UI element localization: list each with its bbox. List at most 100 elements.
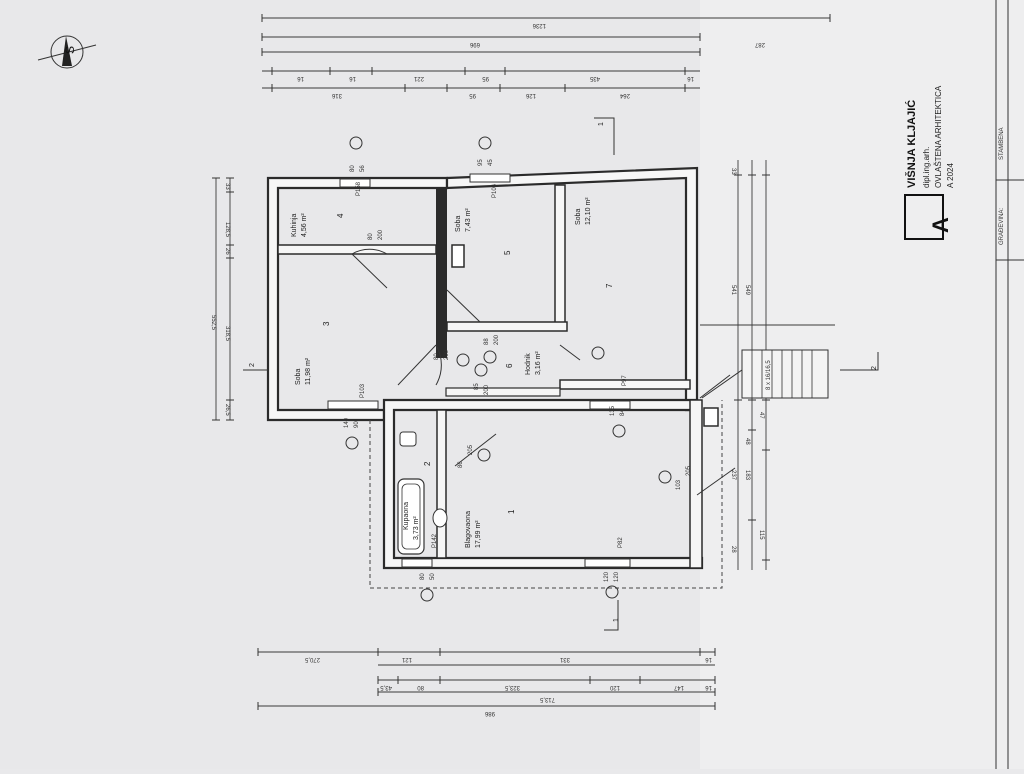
room-3-number: 3 xyxy=(322,321,331,326)
room-6-area: 3,16 m² xyxy=(535,351,542,375)
dim-bottom-r1a: 713,5 xyxy=(539,696,555,702)
dim-top-r2e: 435 xyxy=(589,75,600,81)
door-d5b: 205 xyxy=(468,444,474,455)
wall-inner xyxy=(436,188,447,358)
toilet-icon xyxy=(399,431,417,447)
room-5-number: 5 xyxy=(503,250,512,255)
room-labels: Kuhinja 4,56 m² 4 Soba 11,98 m² 3 Soba 7… xyxy=(291,197,614,548)
room-6-number: 6 xyxy=(505,363,514,368)
door-d4a: 85 xyxy=(474,383,480,390)
dim-right-d: 237 xyxy=(730,470,736,481)
dim-top-r2d: 95 xyxy=(482,75,489,81)
win-h3b: 84 xyxy=(620,409,626,416)
doors xyxy=(351,248,736,496)
room-1-number: 1 xyxy=(507,509,516,514)
door-d3b: 200 xyxy=(444,349,450,360)
room-7-area: 12,10 m² xyxy=(585,197,592,225)
section-marks: 1 1 2 2 xyxy=(243,117,879,631)
room-2-number: 2 xyxy=(423,461,432,466)
room-7-number: 7 xyxy=(605,283,614,288)
window-tag-1: P158 xyxy=(356,181,362,196)
dimension-lines-bottom: 270,5 121 331 16 43,5 80 323,5 120 147 1… xyxy=(257,648,716,716)
terrace-outline xyxy=(369,400,723,589)
dim-top-r3b: 95 xyxy=(469,92,476,98)
dim-top-r3d: 264 xyxy=(619,92,630,98)
win-h1a: 80 xyxy=(350,165,356,172)
window-4 xyxy=(327,400,379,410)
exterior-stairs: 8 x 16/16,5 xyxy=(701,349,829,399)
dim-top-r1b: 287 xyxy=(754,41,765,47)
door-d6a: 103 xyxy=(676,479,682,490)
dim-left-a: 552,5 xyxy=(210,315,216,331)
dim-bottom-r3c: 331 xyxy=(559,656,570,662)
dim-right-a: 541 xyxy=(730,285,736,296)
win-h5a: 80 xyxy=(420,573,426,580)
room-6-name: Hodnik xyxy=(525,353,532,375)
dim-right-f: 115 xyxy=(758,530,764,540)
dim-right-h: 47 xyxy=(758,412,764,419)
door-d2a: 88 xyxy=(484,338,490,345)
dim-bottom-r2d: 120 xyxy=(609,684,620,690)
bathtub-icon xyxy=(397,478,425,555)
section-1-top: 1 xyxy=(598,122,605,126)
door-d1b: 200 xyxy=(378,229,384,240)
dim-top-r2a: 16 xyxy=(297,75,304,81)
architect-title: OVLAŠTENA ARHITEKTICA xyxy=(934,85,943,188)
window-height-markers: 80 56 95 45 135 84 140 90 80 50 120 120 xyxy=(344,136,626,602)
dim-bottom-r3b: 121 xyxy=(401,656,412,662)
window-tag-3: P97 xyxy=(622,375,628,386)
window-3 xyxy=(589,400,631,410)
architect-name: VIŠNJA KLJAJIĆ xyxy=(905,100,918,188)
bathroom-fixtures xyxy=(397,431,448,555)
room-3-name: Soba xyxy=(295,369,302,385)
room-4-number: 4 xyxy=(336,213,345,218)
dim-left-b: 128,5 xyxy=(224,222,230,238)
dim-bottom-r2b: 80 xyxy=(417,684,424,690)
win-h4a: 140 xyxy=(344,417,350,428)
room-2-area: 3,73 m² xyxy=(413,516,420,540)
dim-right-b: 549 xyxy=(744,285,750,296)
dim-left-e: 26 xyxy=(224,248,230,255)
win-h5b: 50 xyxy=(430,573,436,580)
room-4-name: Kuhinja xyxy=(291,214,298,237)
win-h6a: 120 xyxy=(604,571,610,582)
dim-left-f: 26,5 xyxy=(224,404,230,416)
door-d4b: 200 xyxy=(484,384,490,395)
dim-top-r1a: 696 xyxy=(469,41,480,47)
window-tag-2: P106 xyxy=(492,183,498,198)
dim-bottom-r2f: 16 xyxy=(705,684,712,690)
win-h2a: 95 xyxy=(478,159,484,166)
sink-icon xyxy=(432,508,448,528)
door-d1a: 80 xyxy=(368,233,374,240)
stairs-label: 8 x 16/16,5 xyxy=(766,360,772,390)
win-h3a: 135 xyxy=(610,405,616,416)
windows xyxy=(327,173,631,568)
win-h4b: 90 xyxy=(354,421,360,428)
window-6 xyxy=(584,558,631,568)
room-1-area: 17,99 m² xyxy=(475,520,482,548)
dim-bottom-r2e: 147 xyxy=(673,684,684,690)
win-h2b: 45 xyxy=(488,159,494,166)
dim-bottom-r3d: 16 xyxy=(705,656,712,662)
dim-left-d: 33 xyxy=(224,183,230,190)
room-7-name: Soba xyxy=(575,209,582,225)
door-d2b: 200 xyxy=(494,334,500,345)
dim-top-r2b: 16 xyxy=(349,75,356,81)
svg-text:S: S xyxy=(63,46,77,54)
title-field-building: GRAĐEVINA: xyxy=(999,208,1005,245)
room-3-area: 11,98 m² xyxy=(305,357,312,385)
win-h1b: 56 xyxy=(360,165,366,172)
room-1-name: Blagovaona xyxy=(465,511,472,548)
architect-stamp: A VIŠNJA KLJAJIĆ dipl.ing.arh. OVLAŠTENA… xyxy=(904,85,955,240)
architect-reg: A 2024 xyxy=(946,163,955,188)
window-1 xyxy=(339,178,371,188)
dim-top-r2c: 221 xyxy=(413,75,424,81)
title-field-value: STAMBENA xyxy=(999,127,1005,160)
stamp-box xyxy=(904,194,944,240)
dim-right-c: 33 xyxy=(730,168,736,175)
dim-bottom-r2c: 323,5 xyxy=(504,684,520,690)
window-tag-4: P103 xyxy=(360,383,366,398)
door-circle-markers xyxy=(456,346,672,484)
